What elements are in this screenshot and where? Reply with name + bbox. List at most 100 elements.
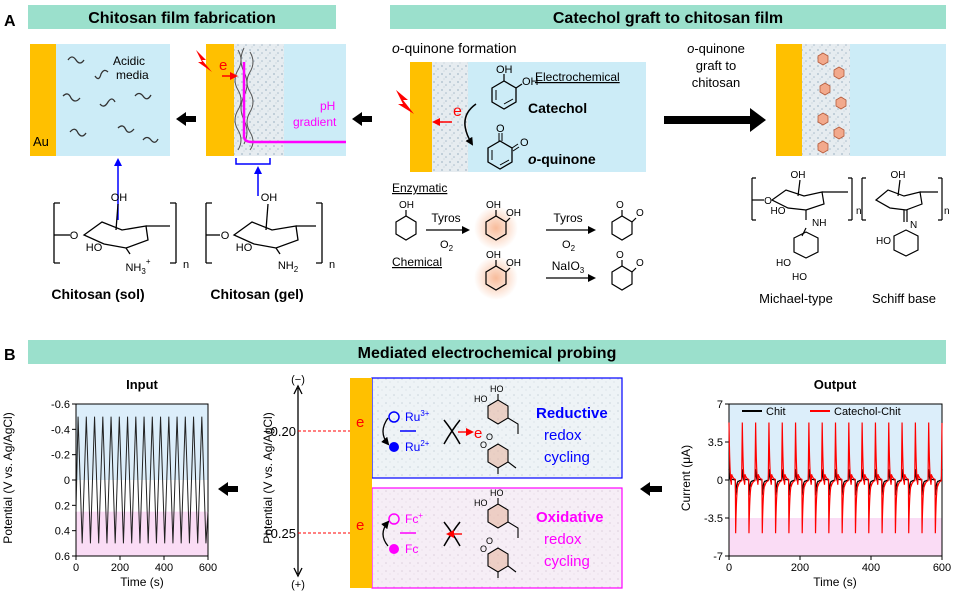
lightning-icon xyxy=(196,50,212,72)
y-tick-label: 0 xyxy=(64,475,70,487)
tyros1-label: Tyros xyxy=(431,211,460,225)
input-chart: Input Time (s) Potential (V vs. Ag/AgCl)… xyxy=(1,377,217,589)
gradient-label: gradient xyxy=(293,115,337,129)
ru3-text: Ru xyxy=(405,410,420,424)
michael-oh-top: OH xyxy=(791,170,806,181)
naio3-label: NaIO3 xyxy=(552,259,585,275)
mid-to-output-arrow xyxy=(640,482,662,496)
o2-1-text: O xyxy=(440,239,449,251)
catechol-chem-oh2: OH xyxy=(506,258,521,269)
input-title: Input xyxy=(126,377,158,392)
qf-prefix: o xyxy=(392,40,400,56)
tyros2-label: Tyros xyxy=(553,211,582,225)
electron-label: e xyxy=(219,57,227,74)
reductive-cycling: cycling xyxy=(544,449,590,466)
gel-o-atom: O xyxy=(221,230,230,242)
y-tick-label: 0 xyxy=(717,475,723,487)
red-e2: e xyxy=(474,425,482,442)
oquinone-o2: O xyxy=(520,137,529,149)
x-tick-label: 600 xyxy=(933,562,951,574)
red-bot-o2: O xyxy=(486,432,493,442)
graft-suffix: -quinone xyxy=(694,41,745,56)
red-quinone-bottom xyxy=(487,443,517,474)
x-tick-label: 600 xyxy=(199,562,217,574)
schiff-n: N xyxy=(910,220,917,231)
fcp-text: Fc xyxy=(405,512,418,526)
ox-e1: e xyxy=(356,517,364,534)
reductive-redox: redox xyxy=(544,427,582,444)
chitosan-sol-label: Chitosan (sol) xyxy=(51,286,144,302)
o2-1: O2 xyxy=(440,239,454,253)
gel-n-sub: n xyxy=(329,259,335,271)
sol-ho: HO xyxy=(86,242,103,254)
qf-suffix: -quinone formation xyxy=(400,40,517,56)
output-chart: Output Time (s) Current (μA) 0 200 400 600 7… xyxy=(679,377,951,589)
input-waveform xyxy=(75,416,209,544)
x-tick-label: 400 xyxy=(862,562,880,574)
quinone-enz xyxy=(611,210,637,241)
sol-o-atom: O xyxy=(70,230,79,242)
output-title: Output xyxy=(814,377,857,392)
oq-suffix: -quinone xyxy=(537,151,596,167)
gel-gold-electrode xyxy=(206,44,234,156)
chemical-label: Chemical xyxy=(392,255,442,269)
banner-probing xyxy=(28,340,946,364)
y-tick-label: 0.4 xyxy=(55,526,70,538)
schiff-ho: HO xyxy=(876,236,891,247)
polymer-chains xyxy=(62,56,159,143)
fcp-sup: + xyxy=(418,511,423,520)
schiff-label: Schiff base xyxy=(872,291,936,306)
panel-a-letter: A xyxy=(4,13,16,30)
o2-2-sub: 2 xyxy=(571,244,576,253)
mid-ylabel: Potential (V vs. Ag/AgCl) xyxy=(261,412,275,543)
sol-electrode-group: Au Acidic media xyxy=(30,44,170,220)
red-cross-arrows xyxy=(443,419,461,445)
catechol-to-quinone-arrow xyxy=(464,103,477,146)
media-label: media xyxy=(116,68,149,82)
grafted-gold xyxy=(776,44,802,156)
sol-nh3-charge: + xyxy=(146,257,151,266)
o2-2-text: O xyxy=(562,239,571,251)
grafted-hexagons xyxy=(817,52,847,154)
gel-oh-top: OH xyxy=(261,192,278,204)
sol-n-sub: n xyxy=(183,259,189,271)
y-tick-label: 3.5 xyxy=(708,437,723,449)
x-tick-label: 0 xyxy=(73,562,79,574)
electrochemical-label: Electrochemical xyxy=(535,70,620,84)
o2-1-sub: 2 xyxy=(449,244,454,253)
graft-line3: chitosan xyxy=(692,75,740,90)
oq-prefix: o xyxy=(528,151,537,167)
catechol-enz-oh1: OH xyxy=(486,200,501,211)
fc-label: Fc xyxy=(405,542,418,556)
fab-arrow xyxy=(176,112,196,126)
legend-label-0: Chit xyxy=(766,406,786,418)
michael-o: O xyxy=(764,196,772,207)
x-tick-label: 200 xyxy=(791,562,809,574)
output-xlabel: Time (s) xyxy=(813,575,857,589)
oquinone-o1: O xyxy=(496,123,505,135)
gel-nh2-text: NH xyxy=(278,260,294,272)
ph-gradient-line xyxy=(242,62,346,144)
ru3-sup: 3+ xyxy=(420,409,429,418)
input-to-mid-arrow xyxy=(218,482,238,496)
quinone-enz-o1: O xyxy=(616,200,624,211)
mid-minus: (−) xyxy=(291,374,305,386)
gel-electrode-group: e pH gradient xyxy=(196,44,346,196)
catechol-chem-oh1: OH xyxy=(486,250,501,261)
schiff-n-sub: n xyxy=(944,206,950,217)
y-tick-label: 0.6 xyxy=(55,551,70,563)
input-xlabel: Time (s) xyxy=(120,575,164,589)
y-tick-label: -3.5 xyxy=(704,513,723,525)
graft-line2: graft to xyxy=(696,58,736,73)
y-tick-label: 7 xyxy=(717,399,723,411)
y-tick-label: -0.4 xyxy=(51,424,70,436)
catechol-glow-1 xyxy=(474,206,518,250)
gel-ho: HO xyxy=(236,242,253,254)
banner-fabrication-text: Chitosan film fabrication xyxy=(88,10,276,27)
banner-graft-text: Catechol graft to chitosan film xyxy=(553,10,783,27)
mid-axis-arrow-bottom xyxy=(293,567,303,578)
y-tick-label: -7 xyxy=(713,551,723,563)
output-ylabel: Current (μA) xyxy=(679,445,693,511)
